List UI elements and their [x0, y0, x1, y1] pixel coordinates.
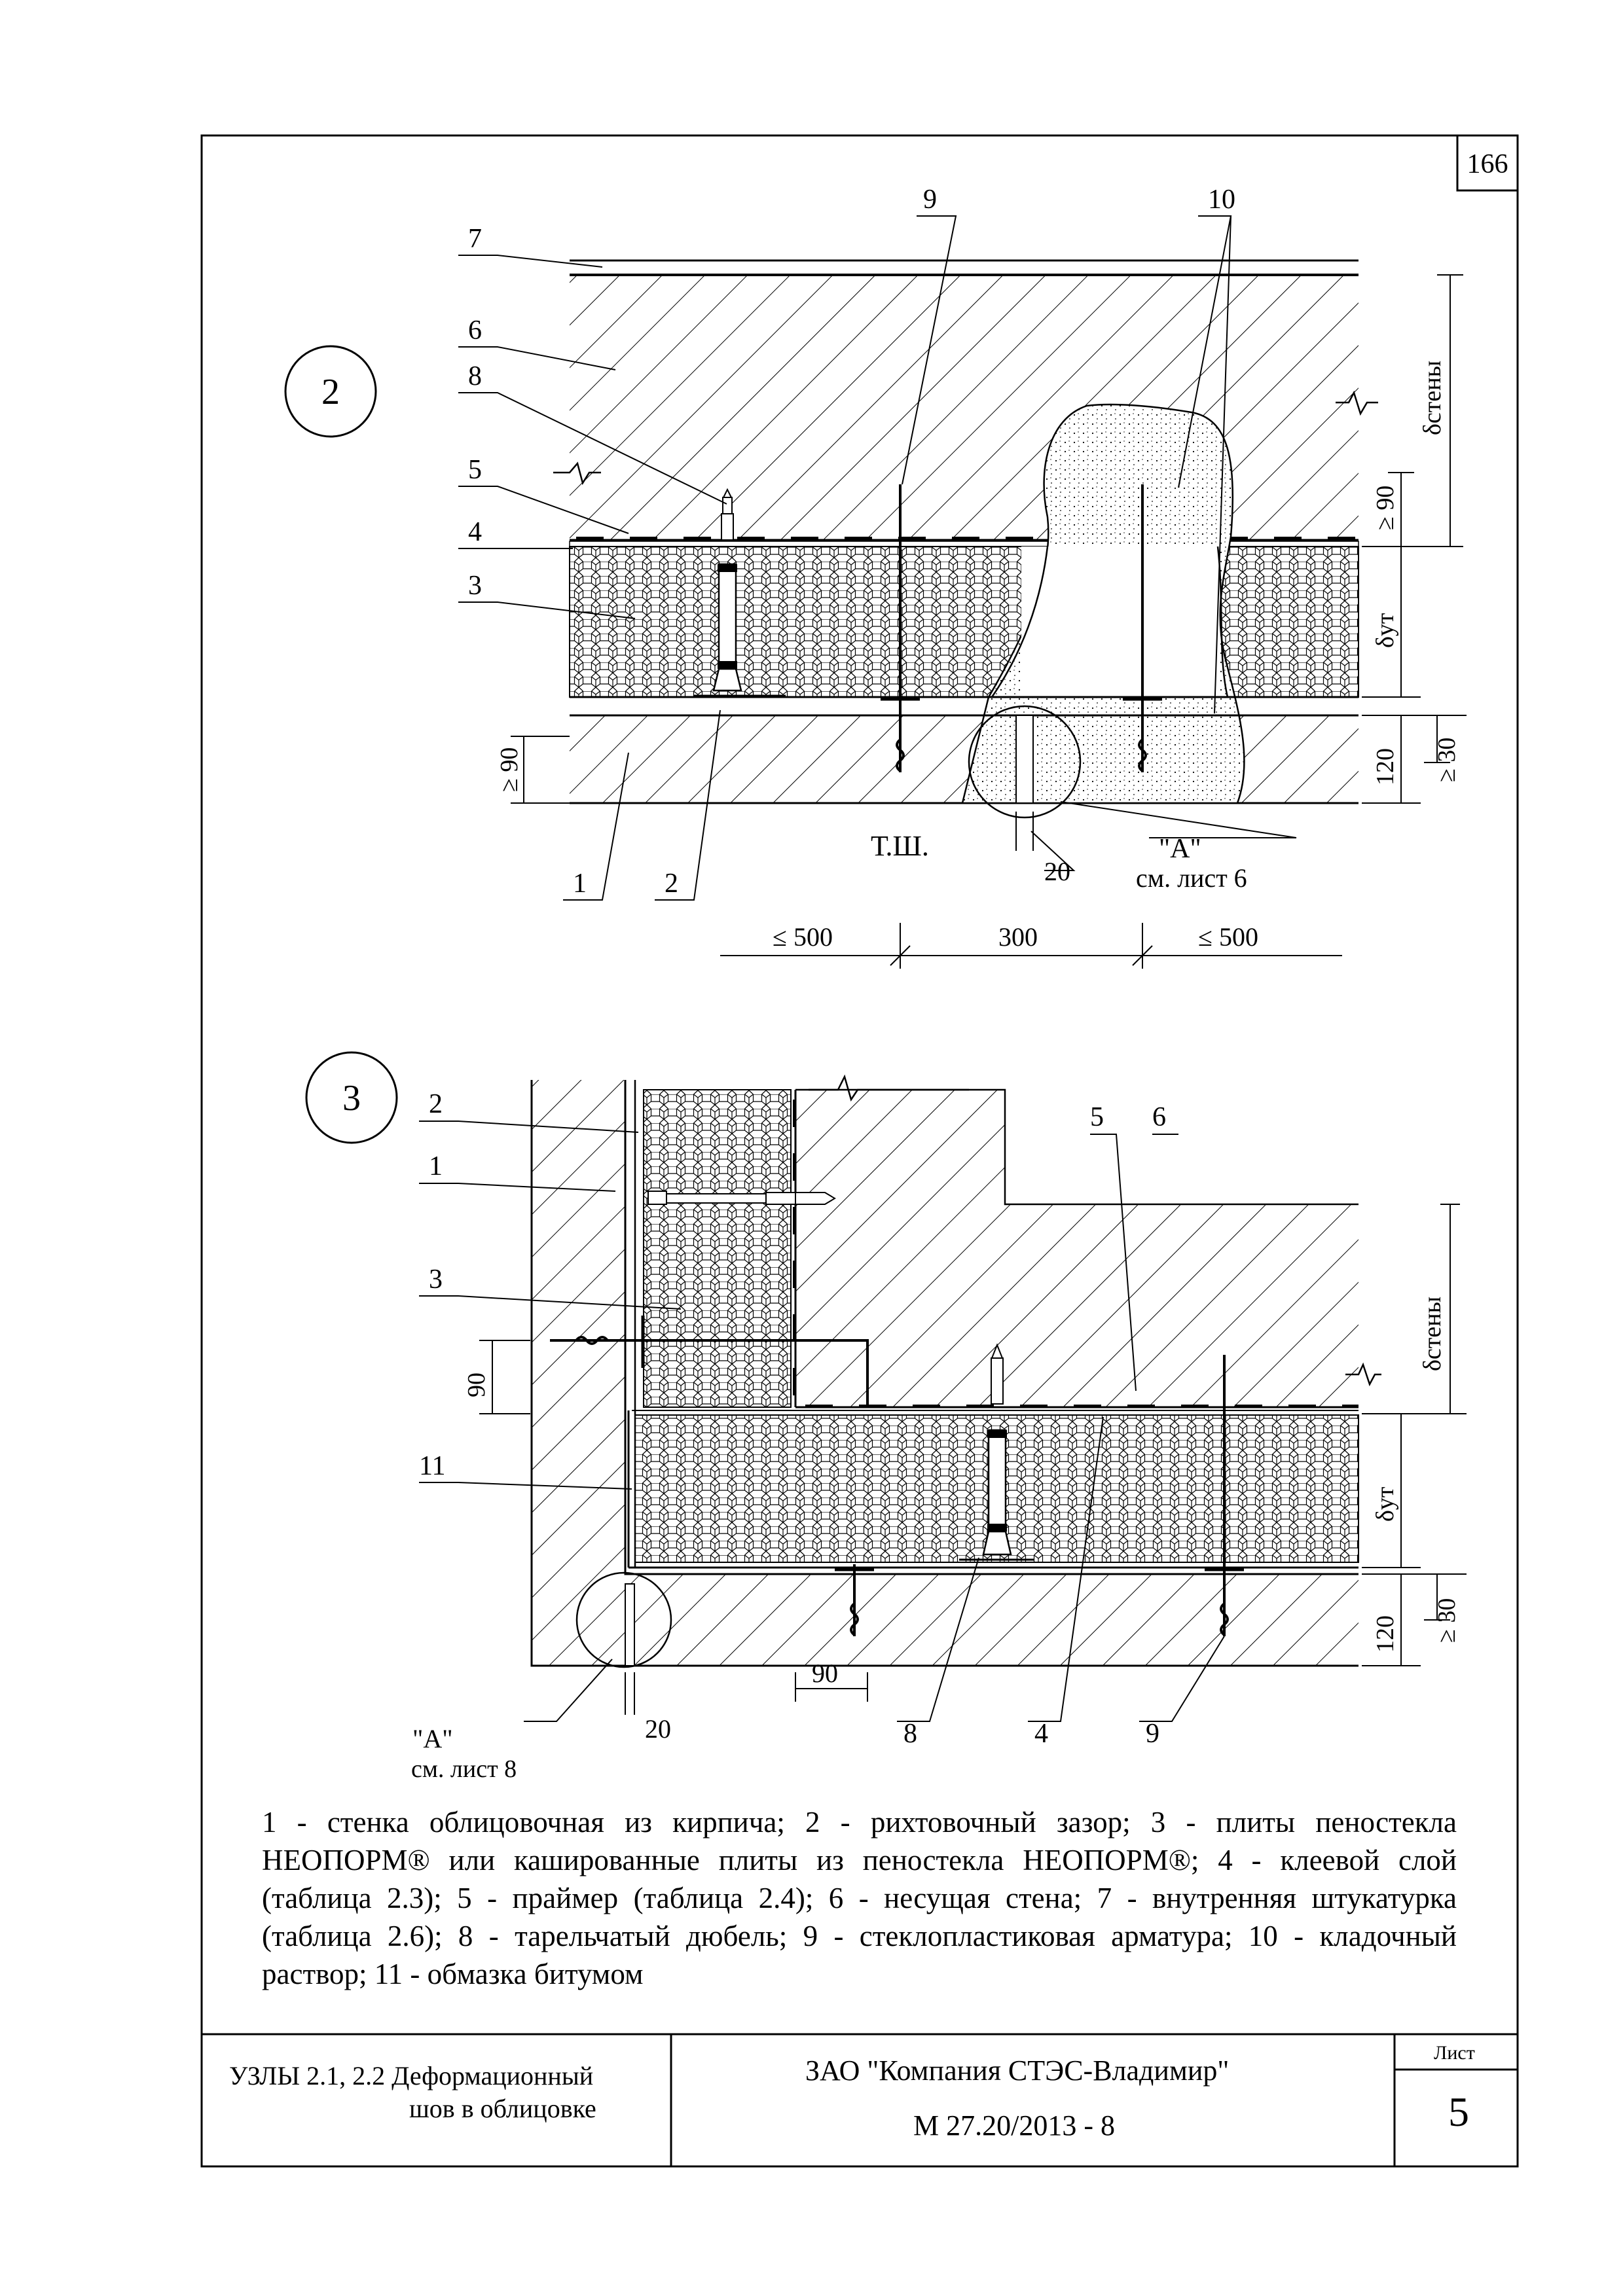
min-30-dim-3: ≥ 30 [1433, 1598, 1461, 1643]
break-mark-top [809, 1074, 969, 1102]
view-a-sheet: см. лист 6 [1136, 863, 1247, 893]
detail-2-vertical-dims [511, 274, 1467, 804]
callout-8: 8 [468, 361, 482, 391]
view-a-ref-3: "А" [412, 1724, 453, 1753]
detail-3-callouts: 2 1 3 11 5 6 8 4 9 [419, 1089, 1166, 1749]
joint-view-circle-3 [575, 1571, 672, 1668]
gap-dim-3: 20 [645, 1714, 671, 1744]
callout-3-2: 2 [429, 1089, 443, 1119]
insulation-vertical [643, 1089, 792, 1408]
callout-4: 4 [468, 517, 482, 547]
company-name: ЗАО "Компания СТЭС-Владимир" [805, 2054, 1230, 2087]
detail-3: 3 [305, 1051, 1467, 1783]
min-30-dim: ≥ 30 [1433, 738, 1461, 782]
gap-dim: 20 [1044, 857, 1070, 886]
callout-3-6: 6 [1152, 1102, 1166, 1132]
joint-view-circle [968, 705, 1082, 819]
sheet-frame [200, 134, 1519, 2168]
bearing-wall-corner [795, 1090, 1359, 1407]
spacing-dim-mid: 300 [998, 922, 1038, 952]
alignment-gap [570, 697, 1359, 715]
sheet-number-box [1456, 134, 1519, 192]
spacing-dim-left: ≤ 500 [773, 922, 833, 952]
plate-dowel [694, 488, 786, 697]
callout-3-4: 4 [1034, 1719, 1048, 1749]
title-line-2: шов в облицовке [409, 2094, 596, 2123]
detail-2-number: 2 [321, 372, 340, 412]
spacing-dim-right: ≤ 500 [1198, 922, 1258, 952]
plate-dowel-horizontal [647, 1191, 836, 1205]
glue-layer [569, 541, 1359, 547]
callout-9: 9 [923, 185, 937, 215]
brick-thickness-dim: 120 [1372, 748, 1399, 785]
fiberglass-tie-2 [1123, 484, 1162, 772]
fiberglass-ties-3 [550, 1316, 1244, 1636]
callout-3-9: 9 [1146, 1719, 1159, 1749]
view-a-sheet-3: см. лист 8 [411, 1755, 517, 1783]
d90-bottom-dim: 90 [812, 1659, 838, 1688]
insulation-thickness-dim-3: δут [1372, 1486, 1399, 1522]
view-a-ref: "А" [1159, 834, 1201, 864]
document-code: М 27.20/2013 - 8 [913, 2109, 1115, 2142]
callout-6: 6 [468, 315, 482, 346]
callout-3-11: 11 [419, 1451, 445, 1481]
title-block-frame [202, 2033, 1518, 2166]
callout-3-3: 3 [429, 1265, 443, 1295]
callout-3-8: 8 [903, 1719, 917, 1749]
callout-10: 10 [1208, 185, 1235, 215]
fiberglass-tie-1 [881, 484, 920, 772]
detail-3-dims [479, 1204, 1467, 1715]
expansion-joint-3 [625, 1583, 635, 1666]
detail-2-callouts: 7 6 8 5 4 3 1 2 9 10 [468, 185, 1235, 899]
mortar-edge-left [991, 546, 1049, 698]
detail-3-leaders [419, 1121, 1225, 1722]
detail-3-marker [305, 1051, 398, 1144]
d90-left-dim: 90 [463, 1372, 490, 1397]
mortar-cavity [1021, 547, 1218, 697]
min-90-top-dim: ≥ 90 [1372, 486, 1399, 530]
expansion-joint [1015, 715, 1034, 804]
callout-2: 2 [665, 869, 678, 899]
sheet-number-bottom: 5 [1448, 2089, 1469, 2135]
detail-3-number: 3 [342, 1078, 361, 1119]
bearing-wall [570, 275, 1359, 540]
wall-thickness-dim: δстены [1419, 361, 1446, 435]
detail-2-leaders [458, 215, 1297, 901]
break-mark-left [553, 461, 601, 486]
legend: 1 - стенка облицовочная из кирпича; 2 - … [262, 1806, 1457, 1990]
detail-2-marker [284, 345, 377, 438]
break-mark-right [1336, 390, 1378, 416]
sheet-label: Лист [1434, 2042, 1475, 2064]
detail-2-horizontal-dims [720, 923, 1342, 969]
title-line-1: УЗЛЫ 2.1, 2.2 Деформационный [229, 2061, 594, 2090]
insulation-thickness-dim: δут [1372, 613, 1399, 648]
brick-thickness-dim-3: 120 [1372, 1615, 1399, 1653]
expansion-joint-label: Т.Ш. [871, 830, 929, 862]
sheet-number: 166 [1467, 149, 1508, 179]
callout-3: 3 [468, 571, 482, 601]
min-90-left-dim: ≥ 90 [496, 747, 523, 792]
detail-2: 2 [284, 185, 1467, 969]
foam-glass-insulation [569, 546, 1359, 698]
break-mark-side [1345, 1362, 1381, 1387]
plate-dowel-vertical [959, 1343, 1034, 1561]
callout-5: 5 [468, 455, 482, 485]
brick-facing-corner [532, 1080, 1359, 1666]
wall-thickness-dim-3: δстены [1419, 1297, 1446, 1371]
callout-3-1: 1 [429, 1151, 443, 1181]
callout-7: 7 [468, 224, 482, 254]
callout-3-5: 5 [1090, 1102, 1104, 1132]
callout-1: 1 [573, 869, 587, 899]
